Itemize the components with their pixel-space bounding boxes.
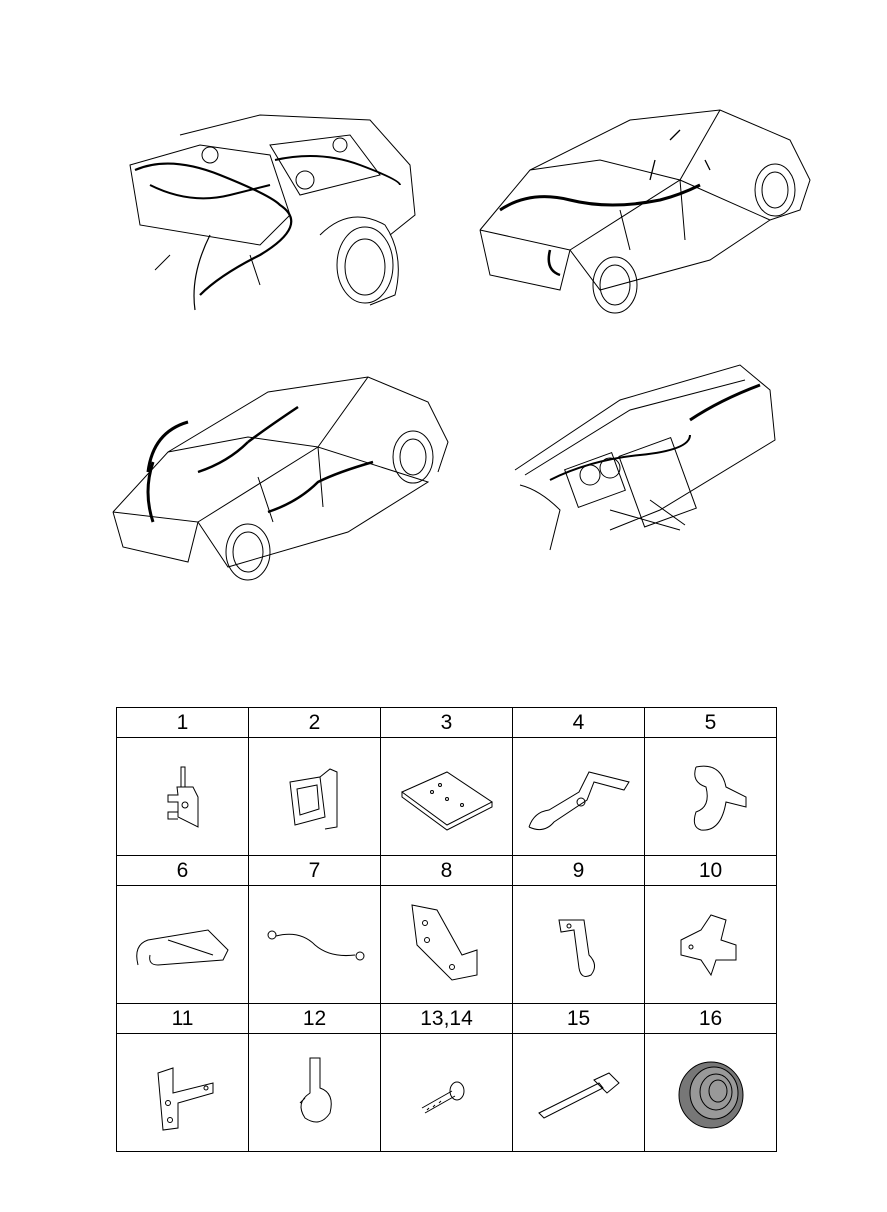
part-number: 12 xyxy=(248,1003,381,1034)
ground-cable-icon xyxy=(267,930,364,960)
instrument-panel-harness-figure xyxy=(510,360,780,560)
part-number: 1 xyxy=(116,707,249,738)
stud-bracket-icon xyxy=(167,766,198,828)
rear-body-harness-figure xyxy=(470,100,820,315)
part-number: 16 xyxy=(644,1003,777,1034)
mounting-bracket-icon xyxy=(410,903,477,981)
part-number: 11 xyxy=(116,1003,249,1034)
parts-image-row xyxy=(116,737,777,856)
part-number: 9 xyxy=(512,855,645,886)
part-number: 6 xyxy=(116,855,249,886)
grommet-icon xyxy=(678,1061,743,1128)
part-number: 10 xyxy=(644,855,777,886)
connector-bracket-icon xyxy=(288,767,337,829)
pad-plate-icon xyxy=(400,770,493,831)
harness-bracket-icon xyxy=(528,770,630,830)
part-number: 3 xyxy=(380,707,513,738)
parts-number-row: 1 2 3 4 5 xyxy=(116,707,777,738)
bolt-icon xyxy=(421,1081,464,1113)
clamp-icon xyxy=(693,765,746,831)
parts-image-row xyxy=(116,1033,777,1152)
cable-tie-icon xyxy=(537,1071,620,1119)
harness-protector-icon xyxy=(135,928,229,966)
parts-image-row xyxy=(116,885,777,1004)
bracket-icon xyxy=(680,913,736,976)
part-number: 4 xyxy=(512,707,645,738)
part-number: 15 xyxy=(512,1003,645,1034)
l-bracket-icon xyxy=(156,1066,213,1131)
parts-table: 1 2 3 4 5 6 7 8 9 10 11 12 13,14 15 16 xyxy=(116,707,777,1152)
part-number: 13,14 xyxy=(380,1003,513,1034)
engine-compartment-harness-figure xyxy=(110,95,430,330)
part-number: 8 xyxy=(380,855,513,886)
part-number: 2 xyxy=(248,707,381,738)
part-number: 7 xyxy=(248,855,381,886)
clip-icon xyxy=(299,1057,332,1122)
clip-bracket-icon xyxy=(557,919,595,977)
floor-door-harness-figure xyxy=(108,372,453,582)
parts-number-row: 6 7 8 9 10 xyxy=(116,855,777,886)
parts-number-row: 11 12 13,14 15 16 xyxy=(116,1003,777,1034)
part-number: 5 xyxy=(644,707,777,738)
